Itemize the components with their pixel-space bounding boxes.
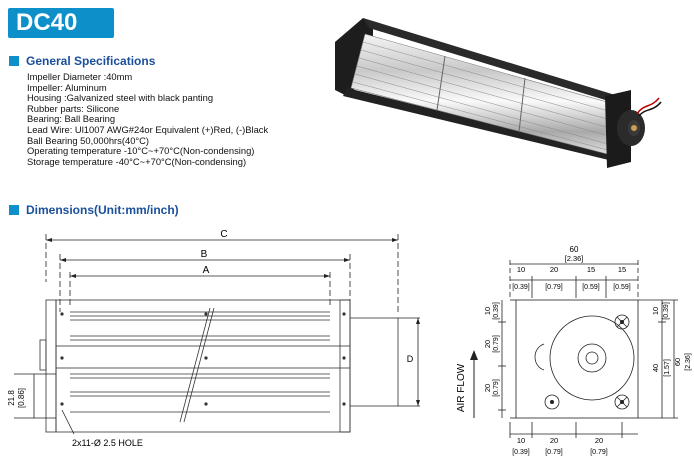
general-specifications-heading: General Specifications: [26, 54, 156, 68]
bottom-seg3-mm: 20: [595, 436, 603, 445]
dimension-height-in: [0.86]: [17, 388, 26, 408]
section-marker-square: [9, 56, 19, 66]
left-seg1-in: [0.39]: [493, 302, 500, 320]
spec-item: Storage temperature -40°C~+70°C(Non-cond…: [27, 155, 247, 167]
spec-item: Bearing: Ball Bearing: [27, 113, 116, 125]
air-flow-arrow-icon: [470, 350, 478, 360]
spec-item: Rubber parts: Silicone: [27, 102, 120, 114]
top-seg1-in: [0.39]: [512, 284, 530, 291]
spec-item: Operating temperature -10°C~+70°C(Non-co…: [27, 145, 255, 157]
top-seg3-mm: 15: [587, 265, 595, 274]
dimension-label-a: A: [203, 265, 210, 276]
right-total-in: [2.36]: [685, 353, 692, 371]
air-flow-label: AIR FLOW: [456, 363, 467, 412]
right-total-mm: 60: [673, 358, 682, 366]
left-seg1-mm: 10: [483, 307, 492, 315]
dimensions-heading: Dimensions(Unit:mm/inch): [26, 203, 179, 217]
right-seg1-in: [0.39]: [663, 302, 670, 320]
bottom-seg1-mm: 10: [517, 436, 525, 445]
left-seg3-in: [0.79]: [493, 379, 500, 397]
section-marker-square: [9, 205, 19, 215]
bottom-seg2-in: [0.79]: [545, 449, 563, 456]
product-photo: [335, 18, 662, 168]
top-seg4-mm: 15: [618, 265, 626, 274]
left-seg3-mm: 20: [483, 384, 492, 392]
spec-item: Impeller Diameter :40mm: [27, 71, 133, 82]
right-seg2-in: [1.57]: [664, 359, 671, 377]
top-seg3-in: [0.59]: [582, 284, 600, 291]
dimension-label-c: C: [220, 229, 227, 240]
dimension-height-mm: 21.8: [7, 390, 16, 406]
bottom-seg2-mm: 20: [550, 436, 558, 445]
left-seg2-mm: 20: [483, 340, 492, 348]
side-dimension-drawing: 60 [2.36] 10 [0.39] 20 [0.79] 15 [0.59] …: [456, 245, 692, 456]
top-seg2-mm: 20: [550, 265, 558, 274]
model-title: DC40: [16, 9, 78, 36]
side-width-in: [2.36]: [565, 254, 584, 263]
specifications-list: Impeller Diameter :40mm Impeller: Alumin…: [27, 71, 269, 167]
left-seg2-in: [0.79]: [493, 335, 500, 353]
bottom-seg1-in: [0.39]: [512, 449, 530, 456]
dimension-label-d: D: [407, 354, 414, 364]
side-width-mm: 60: [570, 245, 579, 254]
spec-item: Impeller: Aluminum: [27, 81, 107, 93]
top-seg2-in: [0.79]: [545, 284, 563, 291]
right-seg1-mm: 10: [651, 307, 660, 315]
model-badge: DC40: [8, 8, 114, 38]
front-dimension-drawing: C B A D 21.8 [0.: [7, 229, 420, 448]
spec-item: Housing :Galvanized steel with black pan…: [27, 92, 214, 104]
top-seg1-mm: 10: [517, 265, 525, 274]
spec-item: Ball Bearing 50,000hrs(40°C): [27, 134, 150, 146]
spec-item: Lead Wire: Ul1007 AWG#24or Equivalent (+…: [27, 123, 269, 135]
right-seg2-mm: 40: [651, 364, 660, 372]
dimension-label-b: B: [201, 249, 208, 260]
hole-note: 2x11-Ø 2.5 HOLE: [72, 438, 143, 448]
bottom-seg3-in: [0.79]: [590, 449, 608, 456]
top-seg4-in: [0.59]: [613, 284, 631, 291]
